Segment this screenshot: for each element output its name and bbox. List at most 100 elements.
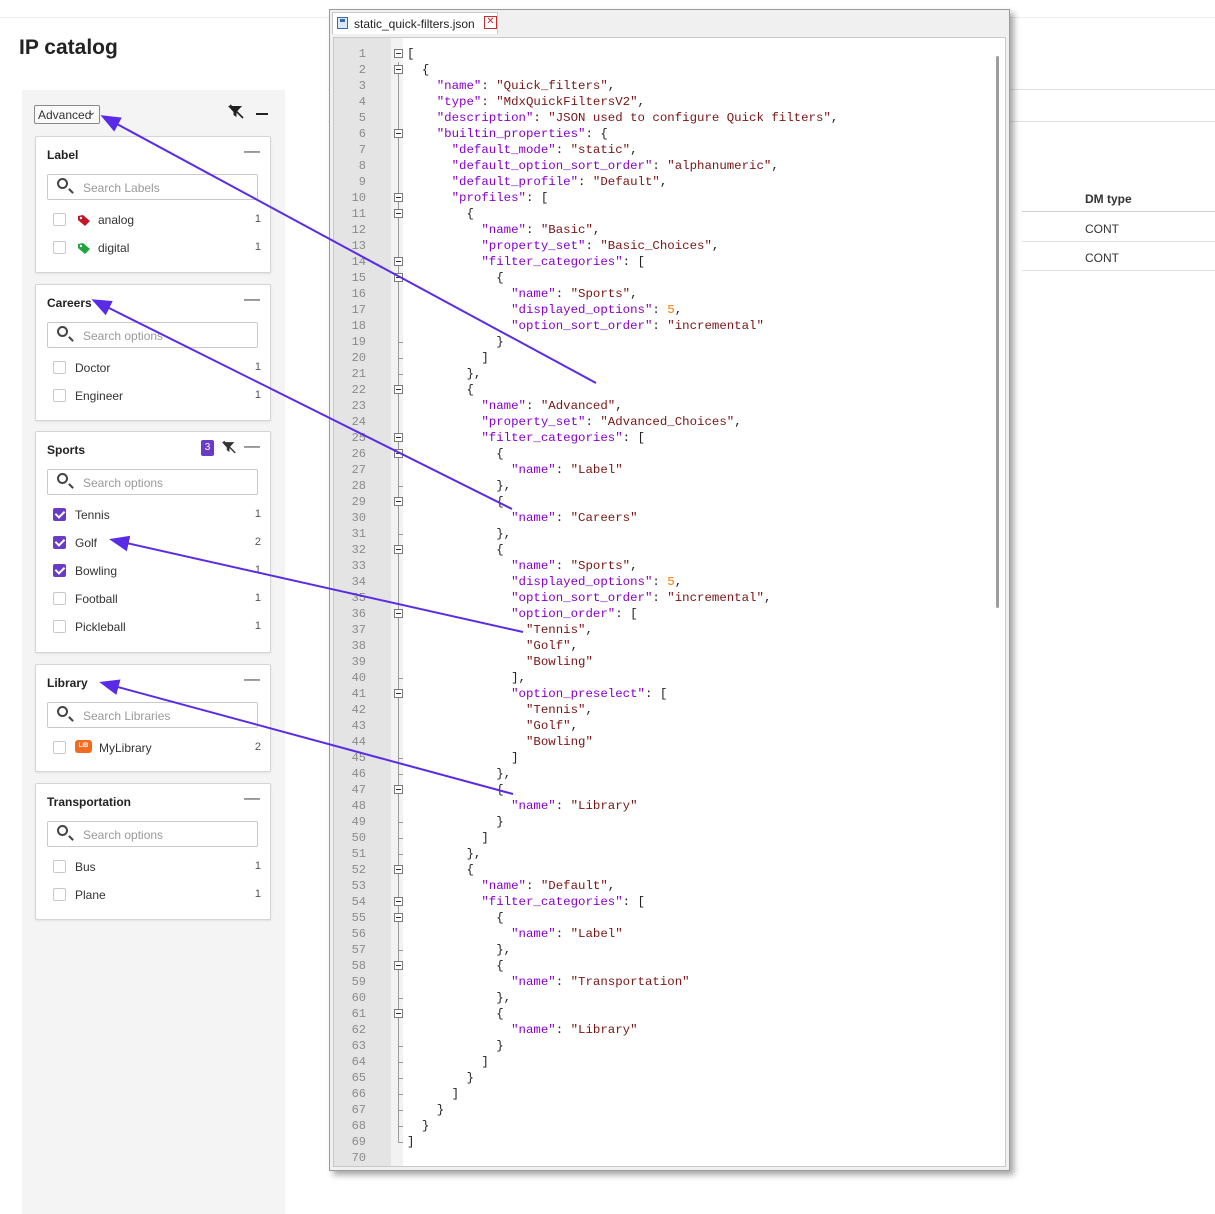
fold-toggle-icon[interactable]: [394, 385, 403, 394]
list-item[interactable]: Tennis 1: [53, 506, 261, 524]
list-item[interactable]: Doctor 1: [53, 359, 261, 377]
selected-count-badge: 3: [201, 440, 214, 456]
filter-clear-icon[interactable]: [227, 104, 245, 125]
fold-toggle-icon[interactable]: [394, 193, 403, 202]
fold-toggle-icon[interactable]: [394, 545, 403, 554]
option-checkbox[interactable]: [53, 361, 66, 374]
search-input[interactable]: Search options: [47, 322, 258, 348]
code-line: 25 "filter_categories": [: [334, 430, 934, 446]
list-item[interactable]: analog 1: [53, 211, 261, 229]
line-number: 14: [351, 255, 366, 269]
profile-select[interactable]: Advanced ⌄: [34, 105, 100, 124]
fold-toggle-icon[interactable]: [394, 433, 403, 442]
code-line: 5 "description": "JSON used to configure…: [334, 110, 934, 126]
code-text: }: [407, 1071, 474, 1085]
option-checkbox[interactable]: [53, 741, 66, 754]
filter-clear-icon[interactable]: [221, 440, 237, 460]
code-line: 62 "name": "Library": [334, 1022, 934, 1038]
option-checkbox[interactable]: [53, 564, 66, 577]
card-title: Transportation: [47, 795, 132, 809]
line-number: 23: [351, 399, 366, 413]
code-line: 3 "name": "Quick_filters",: [334, 78, 934, 94]
fold-toggle-icon[interactable]: [394, 209, 403, 218]
library-badge-icon: LIB: [75, 740, 92, 753]
option-checkbox[interactable]: [53, 536, 66, 549]
card-title: Careers: [47, 296, 92, 310]
option-count: 2: [254, 536, 261, 548]
fold-toggle-icon[interactable]: [394, 897, 403, 906]
fold-toggle-icon[interactable]: [394, 865, 403, 874]
list-item[interactable]: digital 1: [53, 239, 261, 257]
list-item[interactable]: Golf 2: [53, 534, 261, 552]
search-input[interactable]: Search options: [47, 821, 258, 847]
vertical-scrollbar[interactable]: [996, 56, 999, 608]
collapse-icon[interactable]: —: [244, 790, 260, 807]
list-item[interactable]: LIB MyLibrary 2: [53, 739, 261, 757]
option-checkbox[interactable]: [53, 888, 66, 901]
fold-toggle-icon[interactable]: [394, 49, 403, 58]
profile-select-value: Advanced: [38, 108, 92, 122]
line-number: 66: [351, 1087, 366, 1101]
list-item[interactable]: Pickleball 1: [53, 618, 261, 636]
code-text: "option_preselect": [: [511, 687, 668, 701]
code-line: 49 }: [334, 814, 934, 830]
option-checkbox[interactable]: [53, 592, 66, 605]
fold-toggle-icon[interactable]: [394, 65, 403, 74]
search-input[interactable]: Search options: [47, 469, 258, 495]
list-item[interactable]: Engineer 1: [53, 387, 261, 405]
fold-toggle-icon[interactable]: [394, 1009, 403, 1018]
option-label: Doctor: [75, 361, 111, 375]
column-header-dm-type[interactable]: DM type: [1085, 192, 1132, 206]
code-line: 26 {: [334, 446, 934, 462]
fold-toggle-icon[interactable]: [394, 609, 403, 618]
page-title: IP catalog: [19, 36, 118, 59]
line-number: 2: [358, 63, 366, 77]
code-text: },: [407, 527, 512, 541]
code-line: 20 ]: [334, 350, 934, 366]
option-checkbox[interactable]: [53, 213, 66, 226]
fold-toggle-icon[interactable]: [394, 913, 403, 922]
collapse-icon[interactable]: —: [244, 143, 260, 160]
collapse-icon[interactable]: —: [244, 671, 260, 688]
option-checkbox[interactable]: [53, 389, 66, 402]
code-text: "Bowling": [525, 655, 593, 669]
option-checkbox[interactable]: [53, 241, 66, 254]
option-checkbox[interactable]: [53, 620, 66, 633]
line-number: 58: [351, 959, 366, 973]
fold-end-marker: [398, 1062, 403, 1063]
code-line: 60 },: [334, 990, 934, 1006]
file-tab[interactable]: static_quick-filters.json ✕: [332, 12, 498, 34]
code-line: 16 "name": "Sports",: [334, 286, 934, 302]
list-item[interactable]: Bowling 1: [53, 562, 261, 580]
code-area[interactable]: 1[2 {3 "name": "Quick_filters",4 "type":…: [333, 37, 1006, 1167]
list-item[interactable]: Bus 1: [53, 858, 261, 876]
code-line: 12 "name": "Basic",: [334, 222, 934, 238]
code-line: 18 "option_sort_order": "incremental": [334, 318, 934, 334]
list-item[interactable]: Football 1: [53, 590, 261, 608]
fold-toggle-icon[interactable]: [394, 257, 403, 266]
search-input[interactable]: Search Libraries: [47, 702, 258, 728]
line-number: 22: [351, 383, 366, 397]
option-checkbox[interactable]: [53, 860, 66, 873]
collapse-icon[interactable]: —: [244, 291, 260, 308]
collapse-all-icon[interactable]: [256, 105, 268, 119]
close-icon[interactable]: ✕: [484, 16, 497, 29]
code-text: {: [407, 383, 474, 397]
fold-toggle-icon[interactable]: [394, 129, 403, 138]
code-line: 46 },: [334, 766, 934, 782]
option-checkbox[interactable]: [53, 508, 66, 521]
fold-toggle-icon[interactable]: [394, 273, 403, 282]
list-item[interactable]: Plane 1: [53, 886, 261, 904]
fold-toggle-icon[interactable]: [394, 961, 403, 970]
option-label: Golf: [75, 536, 98, 550]
fold-toggle-icon[interactable]: [394, 785, 403, 794]
fold-toggle-icon[interactable]: [394, 497, 403, 506]
code-text: },: [407, 479, 512, 493]
line-number: 29: [351, 495, 366, 509]
fold-toggle-icon[interactable]: [394, 689, 403, 698]
fold-end-marker: [398, 1094, 403, 1095]
fold-toggle-icon[interactable]: [394, 449, 403, 458]
code-line: 44 "Bowling": [334, 734, 934, 750]
search-input[interactable]: Search Labels: [47, 174, 258, 200]
collapse-icon[interactable]: —: [244, 438, 260, 455]
